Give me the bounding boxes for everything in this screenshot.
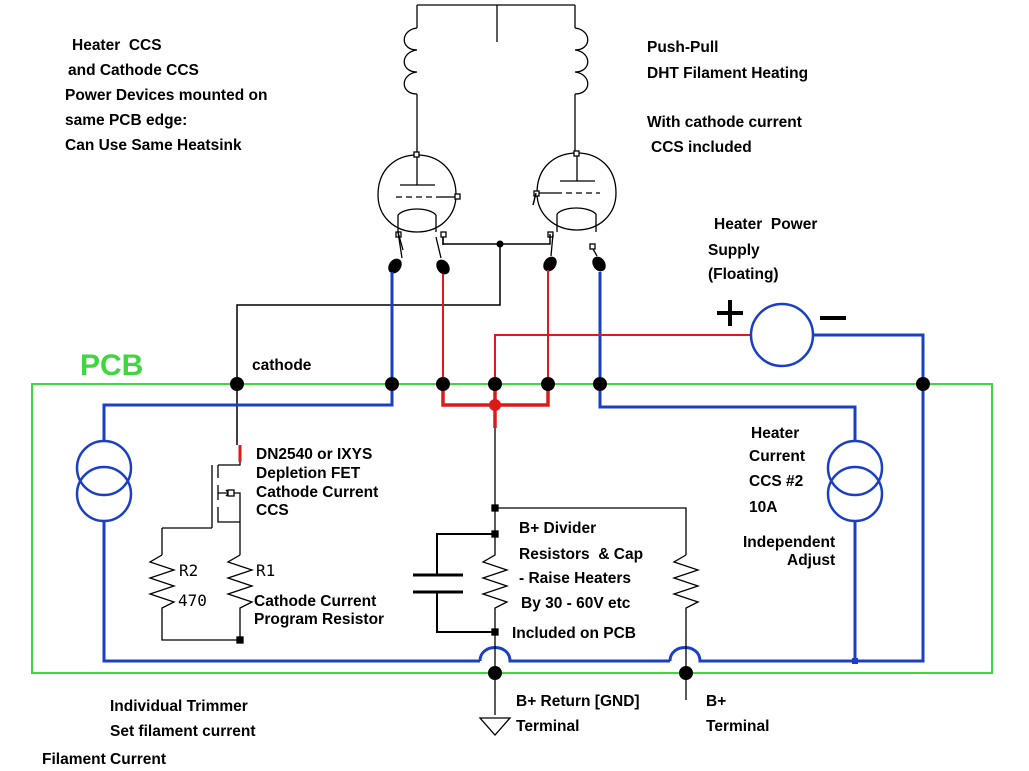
- filament-pins: [388, 231, 606, 275]
- label-psu-1: Heater Power: [714, 216, 817, 233]
- label-ccs2-3: CCS #2: [749, 473, 803, 490]
- pcb-label: PCB: [80, 349, 143, 382]
- label-heater-ccs-3: Power Devices mounted on: [65, 87, 267, 104]
- heater-wiring: [102, 272, 925, 663]
- label-bret-2: Terminal: [516, 718, 579, 735]
- label-cathode: cathode: [252, 357, 312, 374]
- label-pushpull-4: CCS included: [651, 139, 752, 156]
- pcb-edge-connectors: [230, 377, 930, 680]
- label-r1-desc-1: Cathode Current: [254, 593, 376, 610]
- label-r2-value: 470: [178, 591, 207, 610]
- label-pushpull-3: With cathode current: [647, 114, 802, 131]
- label-trim-1: Individual Trimmer: [110, 698, 248, 715]
- red-junction-dot: [489, 399, 501, 411]
- label-ccs2-4: 10A: [749, 499, 777, 516]
- transformer-windings: [403, 4, 589, 156]
- label-ccs2-5: Independent: [743, 534, 835, 551]
- heater-ccs-left: [75, 439, 133, 523]
- junction-dot: [496, 240, 504, 248]
- label-ccs2-6: Adjust: [787, 552, 835, 569]
- heater-ccs-right: [826, 439, 884, 523]
- label-ccs2-2: Current: [749, 448, 805, 465]
- label-pushpull-2: DHT Filament Heating: [647, 65, 808, 82]
- label-fet-2: Depletion FET: [256, 465, 361, 482]
- label-bret-1: B+ Return [GND]: [516, 693, 640, 710]
- heater-power-supply: [717, 300, 846, 368]
- pcb-outline: [31, 383, 993, 674]
- triode-left: [377, 151, 461, 251]
- label-r2: R2: [179, 561, 198, 580]
- label-trim-2: Set filament current: [110, 723, 256, 740]
- label-heater-ccs-2: and Cathode CCS: [68, 62, 199, 79]
- label-fet-3: Cathode Current: [256, 484, 378, 501]
- label-divider-4: By 30 - 60V etc: [521, 595, 631, 612]
- label-divider-2: Resistors & Cap: [519, 546, 643, 563]
- triode-right: [533, 150, 617, 250]
- label-r1: R1: [256, 561, 275, 580]
- label-fet-1: DN2540 or IXYS: [256, 446, 372, 463]
- label-divider-5: Included on PCB: [512, 625, 636, 642]
- label-ccs2-1: Heater: [751, 425, 799, 442]
- label-fet-4: CCS: [256, 502, 289, 519]
- label-bplus-1: B+: [706, 693, 726, 710]
- cathode-ccs-fet: [147, 462, 255, 644]
- label-trim-3: Filament Current: [42, 751, 166, 768]
- annotation-text: Heater CCS and Cathode CCS Power Devices…: [42, 37, 835, 768]
- label-heater-ccs-5: Can Use Same Heatsink: [65, 137, 242, 154]
- label-psu-2: Supply: [708, 242, 760, 259]
- label-divider-1: B+ Divider: [519, 520, 596, 537]
- label-divider-3: - Raise Heaters: [519, 570, 631, 587]
- label-heater-ccs-1: Heater CCS: [72, 37, 162, 54]
- label-heater-ccs-4: same PCB edge:: [65, 112, 187, 129]
- label-pushpull-1: Push-Pull: [647, 39, 718, 56]
- label-bplus-2: Terminal: [706, 718, 769, 735]
- bplus-divider: [413, 428, 858, 736]
- label-psu-3: (Floating): [708, 266, 779, 283]
- label-r1-desc-2: Program Resistor: [254, 611, 384, 628]
